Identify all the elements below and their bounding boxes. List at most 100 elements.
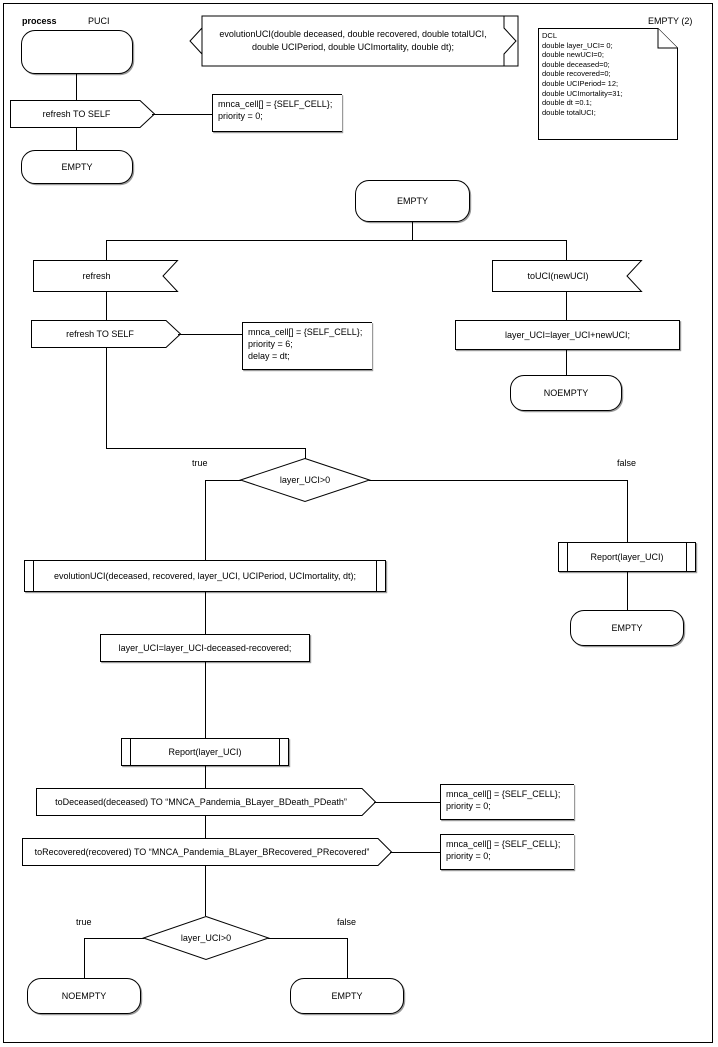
connector-touci-to-task	[566, 292, 567, 320]
connector-comment-torecovered	[390, 852, 440, 853]
connector-comment-start	[152, 114, 212, 115]
input-refresh[interactable]: refresh	[33, 260, 179, 292]
connector-bottom-true-down	[84, 938, 85, 978]
connector-comment-refresh	[178, 334, 242, 335]
connector-top-false-right	[369, 480, 627, 481]
connector-task-to-noempty	[566, 350, 567, 375]
state-empty-start-branch[interactable]: EMPTY	[21, 150, 133, 184]
comment-refresh-output[interactable]: mnca_cell[] = {SELF_CELL}; priority = 6;…	[242, 322, 372, 370]
comment-todeceased-line2: priority = 0;	[446, 801, 491, 811]
comment-torecovered[interactable]: mnca_cell[] = {SELF_CELL}; priority = 0;	[440, 834, 574, 870]
state-empty-main-label: EMPTY	[396, 196, 428, 206]
decision-layer-uci-bottom[interactable]: layer_UCI>0	[141, 915, 271, 961]
input-signal-shape-icon	[33, 260, 179, 292]
connector-top-false-down	[627, 480, 628, 542]
procedure-declaration-box[interactable]: evolutionUCI(double deceased, double rec…	[188, 15, 519, 67]
output-signal-shape-icon	[22, 838, 393, 866]
connector-todeceased-to-torecovered	[205, 816, 206, 838]
procedure-declaration-line2: double UCIPeriod, double UCImortality, d…	[252, 42, 454, 52]
comment-torecovered-line1: mnca_cell[] = {SELF_CELL};	[446, 839, 561, 849]
connector-top-true-down	[205, 480, 206, 560]
task-layer-uci-subtract[interactable]: layer_UCI=layer_UCI-deceased-recovered;	[100, 634, 310, 662]
page-number-label: EMPTY (2)	[648, 16, 693, 26]
comment-todeceased[interactable]: mnca_cell[] = {SELF_CELL}; priority = 0;	[440, 784, 574, 820]
output-refresh-to-self-start[interactable]: refresh TO SELF	[10, 100, 156, 128]
task-layer-uci-add-label: layer_UCI=layer_UCI+newUCI;	[504, 330, 631, 340]
decision-bottom-true-label: true	[76, 917, 92, 927]
comment-refresh-line3: delay = dt;	[248, 351, 290, 361]
connector-report-to-empty	[627, 572, 628, 610]
connector-bottom-false-down	[347, 938, 348, 978]
process-keyword-label: process	[22, 16, 57, 26]
dcl-line-1: double newUCI=0;	[542, 50, 604, 60]
comment-refresh-line2: priority = 6;	[248, 339, 293, 349]
state-noempty-touci[interactable]: NOEMPTY	[510, 375, 622, 411]
decision-layer-uci-top-label: layer_UCI>0	[279, 475, 331, 485]
connector-empty-main-split	[106, 240, 566, 241]
state-empty-bottom[interactable]: EMPTY	[290, 978, 404, 1014]
input-refresh-label: refresh	[82, 271, 111, 281]
connector-split-right-down	[566, 240, 567, 260]
task-layer-uci-subtract-label: layer_UCI=layer_UCI-deceased-recovered;	[118, 643, 292, 653]
decision-bottom-false-label: false	[337, 917, 357, 927]
connector-torecovered-to-decision	[205, 866, 206, 916]
output-signal-shape-icon	[36, 788, 377, 816]
state-empty-bottom-label: EMPTY	[331, 991, 363, 1001]
comment-torecovered-line2: priority = 0;	[446, 851, 491, 861]
decision-diamond-shape-icon	[238, 457, 372, 503]
connector-report-to-todeceased	[205, 766, 206, 788]
dcl-line-4: double UCIPeriod= 12;	[542, 78, 619, 88]
output-torecovered[interactable]: toRecovered(recovered) TO “MNCA_Pandemia…	[22, 838, 393, 866]
output-refresh-to-self-main-label: refresh TO SELF	[66, 329, 134, 339]
input-touci[interactable]: toUCI(newUCI)	[492, 260, 643, 292]
dcl-line-2: double deceased=0;	[542, 59, 610, 69]
comment-refresh-line1: mnca_cell[] = {SELF_CELL};	[248, 327, 363, 337]
task-layer-uci-add[interactable]: layer_UCI=layer_UCI+newUCI;	[455, 320, 680, 350]
dcl-line-5: double UCImortality=31;	[542, 88, 623, 98]
state-empty-main[interactable]: EMPTY	[355, 180, 470, 222]
output-todeceased[interactable]: toDeceased(deceased) TO “MNCA_Pandemia_B…	[36, 788, 377, 816]
state-empty-start-branch-label: EMPTY	[61, 162, 93, 172]
input-touci-label: toUCI(newUCI)	[527, 271, 589, 281]
procedure-call-report-true-label: Report(layer_UCI)	[168, 747, 242, 757]
state-noempty-bottom-label: NOEMPTY	[61, 991, 107, 1001]
procedure-call-report-true[interactable]: Report(layer_UCI)	[121, 738, 289, 766]
procedure-call-evolution-uci[interactable]: evolutionUCI(deceased, recovered, layer_…	[24, 560, 386, 592]
connector-bottom-false-right	[268, 938, 348, 939]
decision-top-true-label: true	[192, 458, 208, 468]
output-todeceased-label: toDeceased(deceased) TO “MNCA_Pandemia_B…	[55, 797, 347, 807]
connector-refresh-right	[106, 448, 306, 449]
output-signal-shape-icon	[10, 100, 156, 128]
start-state[interactable]	[21, 30, 133, 74]
decision-layer-uci-top[interactable]: layer_UCI>0	[238, 457, 372, 503]
process-name-label: PUCI	[88, 16, 110, 26]
decision-layer-uci-bottom-label: layer_UCI>0	[180, 933, 232, 943]
connector-refresh-down	[106, 348, 107, 448]
connector-output-to-empty	[76, 128, 77, 150]
connector-to-decision-top	[305, 448, 306, 462]
connector-bottom-true-left	[84, 938, 144, 939]
procedure-call-evolution-uci-label: evolutionUCI(deceased, recovered, layer_…	[54, 571, 356, 581]
output-signal-shape-icon	[31, 320, 182, 348]
dcl-title: DCL	[542, 31, 558, 40]
connector-refresh-to-output	[106, 292, 107, 320]
connector-evolution-to-task	[205, 592, 206, 634]
dcl-note[interactable]: DCL double layer_UCI= 0; double newUCI=0…	[538, 28, 678, 140]
output-refresh-to-self-main[interactable]: refresh TO SELF	[31, 320, 182, 348]
state-empty-false-branch-label: EMPTY	[611, 623, 643, 633]
comment-todeceased-line1: mnca_cell[] = {SELF_CELL};	[446, 789, 561, 799]
procedure-call-report-false[interactable]: Report(layer_UCI)	[558, 542, 696, 572]
output-torecovered-label: toRecovered(recovered) TO “MNCA_Pandemia…	[34, 847, 370, 857]
decision-top-false-label: false	[617, 458, 637, 468]
input-signal-shape-icon	[492, 260, 643, 292]
state-noempty-bottom[interactable]: NOEMPTY	[27, 978, 141, 1014]
procedure-call-report-false-label: Report(layer_UCI)	[590, 552, 664, 562]
procedure-declaration-line1: evolutionUCI(double deceased, double rec…	[219, 29, 487, 39]
connector-comment-todeceased	[374, 802, 440, 803]
comment-start-output[interactable]: mnca_cell[] = {SELF_CELL}; priority = 0;	[212, 94, 342, 132]
state-noempty-touci-label: NOEMPTY	[543, 388, 589, 398]
dcl-line-3: double recovered=0;	[542, 69, 611, 79]
procedure-declaration-shape	[189, 15, 519, 67]
state-empty-false-branch[interactable]: EMPTY	[570, 610, 684, 646]
